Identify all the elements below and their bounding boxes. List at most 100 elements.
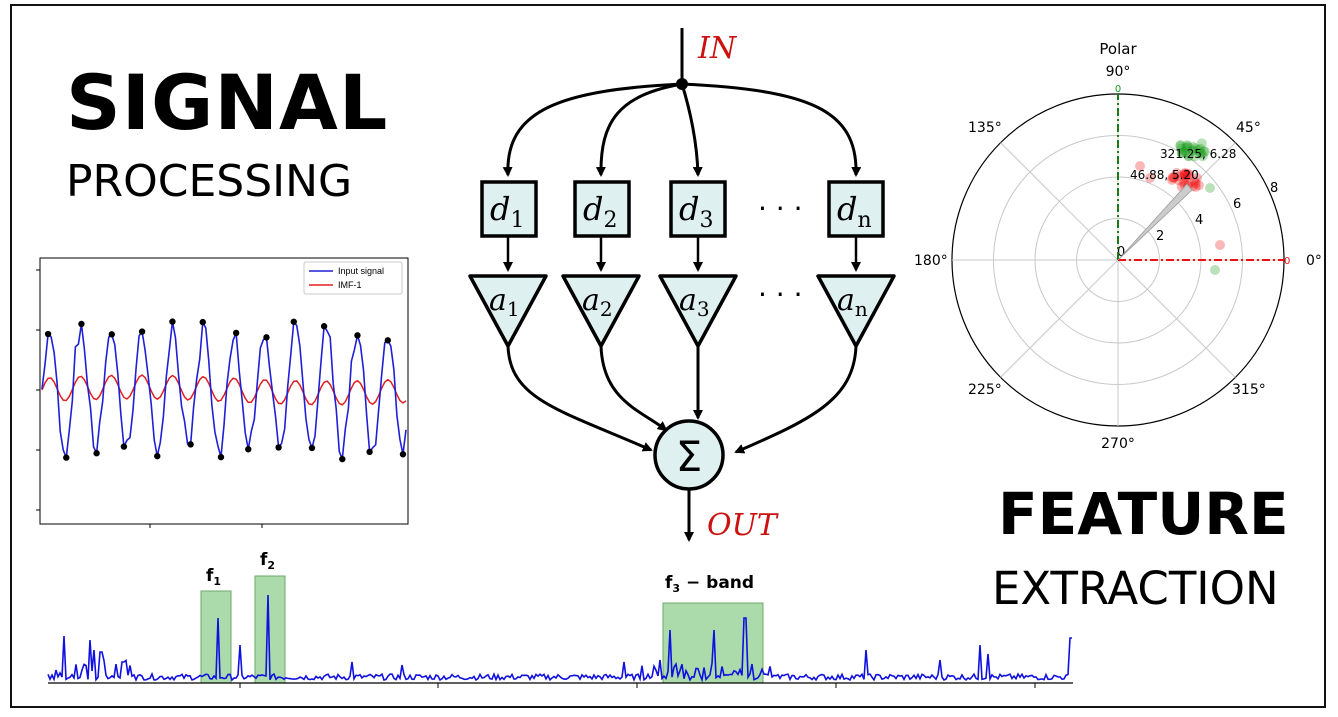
gain-block-2: a2 bbox=[561, 274, 641, 348]
green-point bbox=[1182, 142, 1193, 153]
polar-spoke bbox=[1000, 142, 1119, 261]
delay-label-1: d bbox=[490, 190, 510, 228]
green-point bbox=[1183, 150, 1194, 161]
peak-marker bbox=[263, 334, 270, 341]
radial-tick-4: 4 bbox=[1195, 213, 1203, 228]
red-point bbox=[1190, 181, 1201, 192]
angle-label-45: 45° bbox=[1236, 120, 1261, 136]
peak-marker bbox=[169, 318, 176, 325]
peak-marker bbox=[187, 441, 194, 448]
svg-text:d3: d3 bbox=[679, 190, 713, 233]
green-point bbox=[1183, 151, 1194, 162]
angle-label-225: 225° bbox=[968, 382, 1002, 398]
gain-sub-3: 3 bbox=[697, 297, 710, 321]
gain-label-3: a bbox=[679, 283, 697, 318]
peak-markers bbox=[44, 318, 407, 463]
green-point bbox=[1189, 151, 1200, 162]
out-label: OUT bbox=[707, 508, 779, 543]
red-point bbox=[1191, 172, 1202, 183]
delay-block-3: d3 bbox=[669, 180, 727, 238]
gain-label-1: a bbox=[489, 283, 507, 318]
polar-spoke bbox=[1000, 259, 1119, 378]
sum-arrow-1 bbox=[506, 345, 653, 452]
green-point bbox=[1181, 140, 1192, 151]
sum-arrow-n bbox=[734, 345, 858, 454]
legend-input-label: Input signal bbox=[338, 266, 384, 276]
sum-arrow-2 bbox=[599, 345, 668, 432]
radial-tick-2: 2 bbox=[1156, 229, 1164, 244]
band-sub-f1: 1 bbox=[213, 575, 221, 588]
gain-label-2: a bbox=[582, 283, 600, 318]
scatter-point bbox=[1145, 173, 1155, 183]
svg-text:d2: d2 bbox=[583, 190, 617, 233]
delay-block-1: d1 bbox=[480, 180, 538, 238]
green-point bbox=[1180, 142, 1191, 153]
peak-marker bbox=[108, 331, 115, 338]
green-point bbox=[1195, 147, 1206, 158]
red-point bbox=[1193, 180, 1204, 191]
peak-marker bbox=[78, 320, 85, 328]
title-feature: FEATURE bbox=[998, 480, 1289, 548]
radial-tick-6: 6 bbox=[1233, 197, 1241, 212]
title-signal: SIGNAL bbox=[66, 58, 389, 147]
polar-spoke bbox=[1117, 259, 1236, 378]
green-point bbox=[1179, 146, 1190, 157]
radial-tick-0: 0 bbox=[1117, 245, 1125, 260]
green-point bbox=[1188, 141, 1199, 152]
green-axis-zero: 0 bbox=[1115, 84, 1121, 95]
delay-sub-3: 3 bbox=[699, 208, 713, 233]
gain-sub-2: 2 bbox=[600, 297, 613, 321]
polar-title: Polar bbox=[1099, 40, 1137, 58]
delay-sub-n: n bbox=[857, 208, 871, 233]
in-label: IN bbox=[697, 31, 738, 66]
branch-arrow-1 bbox=[502, 82, 683, 177]
radial-tick-8: 8 bbox=[1270, 181, 1278, 196]
band-label-f2: f bbox=[260, 550, 268, 570]
green-point bbox=[1187, 145, 1198, 156]
delay-label-n: d bbox=[837, 190, 857, 228]
green-point bbox=[1195, 143, 1206, 154]
red-point bbox=[1182, 171, 1193, 182]
svg-text:a1: a1 bbox=[489, 283, 520, 321]
polar-plot: Polar 0° 45° 90° 135° 180° 225° 270° 315… bbox=[914, 40, 1322, 452]
green-point bbox=[1199, 146, 1210, 157]
spectrum-plot: f1 f2 f3 − band bbox=[47, 550, 1073, 688]
scatter-point bbox=[1210, 265, 1220, 275]
green-point bbox=[1197, 151, 1208, 162]
svg-text:f3 − band: f3 − band bbox=[665, 573, 754, 595]
peak-marker bbox=[138, 328, 146, 335]
time-plot-legend: Input signal IMF-1 bbox=[303, 261, 403, 295]
peak-marker bbox=[354, 332, 361, 339]
red-point bbox=[1180, 169, 1191, 180]
red-point bbox=[1168, 172, 1179, 183]
delay-block-n: dn bbox=[827, 180, 885, 238]
outer-frame bbox=[10, 4, 1326, 708]
green-point bbox=[1176, 147, 1187, 158]
peak-marker bbox=[120, 443, 128, 450]
angle-label-135: 135° bbox=[968, 120, 1002, 136]
svg-text:an: an bbox=[837, 283, 868, 321]
angle-label-90: 90° bbox=[1106, 64, 1131, 80]
delay-label-2: d bbox=[583, 190, 603, 228]
red-point bbox=[1173, 175, 1184, 186]
peak-marker bbox=[384, 337, 391, 344]
scatter-point bbox=[1215, 240, 1225, 250]
svg-text:a2: a2 bbox=[582, 283, 613, 321]
band-suffix-f3: − band bbox=[680, 573, 754, 593]
gain-block-n: an bbox=[816, 274, 896, 348]
peak-marker bbox=[366, 448, 373, 456]
green-point bbox=[1182, 141, 1193, 152]
band-sub-f3: 3 bbox=[672, 582, 680, 595]
red-point bbox=[1180, 172, 1191, 183]
peak-marker bbox=[320, 323, 328, 330]
green-point bbox=[1176, 143, 1187, 154]
delay-sub-2: 2 bbox=[603, 208, 617, 233]
band-label-f3: f bbox=[665, 573, 673, 593]
red-point bbox=[1167, 174, 1178, 185]
svg-text:f1: f1 bbox=[206, 566, 221, 588]
gain-sub-n: n bbox=[855, 297, 868, 321]
scatter-point bbox=[1205, 183, 1215, 193]
green-point bbox=[1196, 138, 1207, 149]
red-point bbox=[1167, 172, 1178, 183]
gain-ellipsis: · · · bbox=[758, 278, 803, 311]
